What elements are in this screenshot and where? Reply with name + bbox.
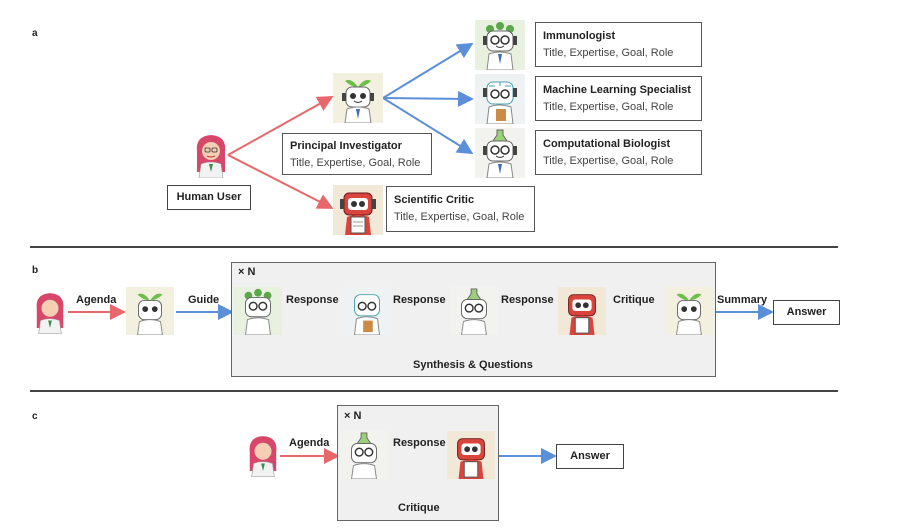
panel-a-letter: a	[32, 28, 38, 39]
b-edge-agenda: Agenda	[76, 294, 117, 306]
human-user-label: Human User	[167, 185, 251, 210]
ml-specialist-card: Machine Learning Specialist Title, Exper…	[535, 76, 702, 121]
arrow-human-to-pi	[227, 96, 334, 156]
b-scientific-critic-robot-icon	[558, 287, 606, 340]
immunologist-card: Immunologist Title, Expertise, Goal, Rol…	[535, 22, 702, 67]
panel-c-letter: c	[32, 411, 38, 422]
b-edge-summary: Summary	[717, 294, 768, 306]
c-human-user-icon	[246, 433, 280, 482]
principal-investigator-card: Principal Investigator Title, Expertise,…	[282, 133, 432, 175]
b-ml-specialist-robot-icon	[343, 287, 391, 340]
scientific-critic-desc: Title, Expertise, Goal, Role	[394, 211, 525, 223]
arrow-pi-to-immunologist	[382, 42, 474, 99]
principal-investigator-desc: Title, Expertise, Goal, Role	[290, 157, 421, 169]
b-immunologist-robot-icon	[234, 287, 282, 340]
ml-specialist-desc: Title, Expertise, Goal, Role	[543, 101, 674, 113]
ml-specialist-robot-icon	[475, 74, 525, 129]
c-edge-agenda: Agenda	[289, 437, 330, 449]
ml-specialist-title: Machine Learning Specialist	[543, 84, 691, 96]
b-edge-response-1: Response	[286, 294, 339, 306]
scientific-critic-title: Scientific Critic	[394, 194, 475, 206]
b-human-user-icon	[33, 290, 67, 339]
computational-biologist-card: Computational Biologist Title, Expertise…	[535, 130, 702, 175]
c-computational-biologist-robot-icon	[340, 431, 388, 484]
separator-b-c	[30, 390, 838, 392]
b-computational-biologist-robot-icon	[450, 287, 498, 340]
computational-biologist-desc: Title, Expertise, Goal, Role	[543, 155, 674, 167]
b-pi-robot-summary-icon	[665, 287, 713, 340]
principal-investigator-robot-icon	[333, 73, 383, 128]
b-edge-critique: Critique	[613, 294, 655, 306]
c-loop-label: Critique	[398, 502, 440, 514]
b-edge-guide: Guide	[188, 294, 220, 306]
b-loop-label: Synthesis & Questions	[413, 359, 533, 371]
arrow-human-to-critic	[227, 154, 334, 209]
b-answer-box: Answer	[773, 300, 840, 325]
arrow-pi-to-ml	[382, 90, 474, 107]
c-answer-box: Answer	[556, 444, 624, 469]
b-edge-response-3: Response	[501, 294, 554, 306]
panel-c-repeat: × N	[344, 410, 362, 422]
computational-biologist-title: Computational Biologist	[543, 138, 671, 150]
scientific-critic-robot-icon	[333, 185, 383, 240]
b-edge-response-2: Response	[393, 294, 446, 306]
c-edge-response: Response	[393, 437, 446, 449]
panel-b-repeat: × N	[238, 266, 256, 278]
computational-biologist-robot-icon	[475, 128, 525, 183]
separator-a-b	[30, 246, 838, 248]
c-scientific-critic-robot-icon	[447, 431, 495, 484]
b-pi-robot-icon	[126, 287, 174, 340]
panel-b-letter: b	[32, 265, 39, 276]
scientific-critic-card: Scientific Critic Title, Expertise, Goal…	[386, 186, 535, 232]
immunologist-desc: Title, Expertise, Goal, Role	[543, 47, 674, 59]
immunologist-robot-icon	[475, 20, 525, 75]
human-user-icon	[193, 132, 229, 183]
arrow-pi-to-compbio	[382, 97, 474, 155]
immunologist-title: Immunologist	[543, 30, 616, 42]
principal-investigator-title: Principal Investigator	[290, 140, 402, 152]
